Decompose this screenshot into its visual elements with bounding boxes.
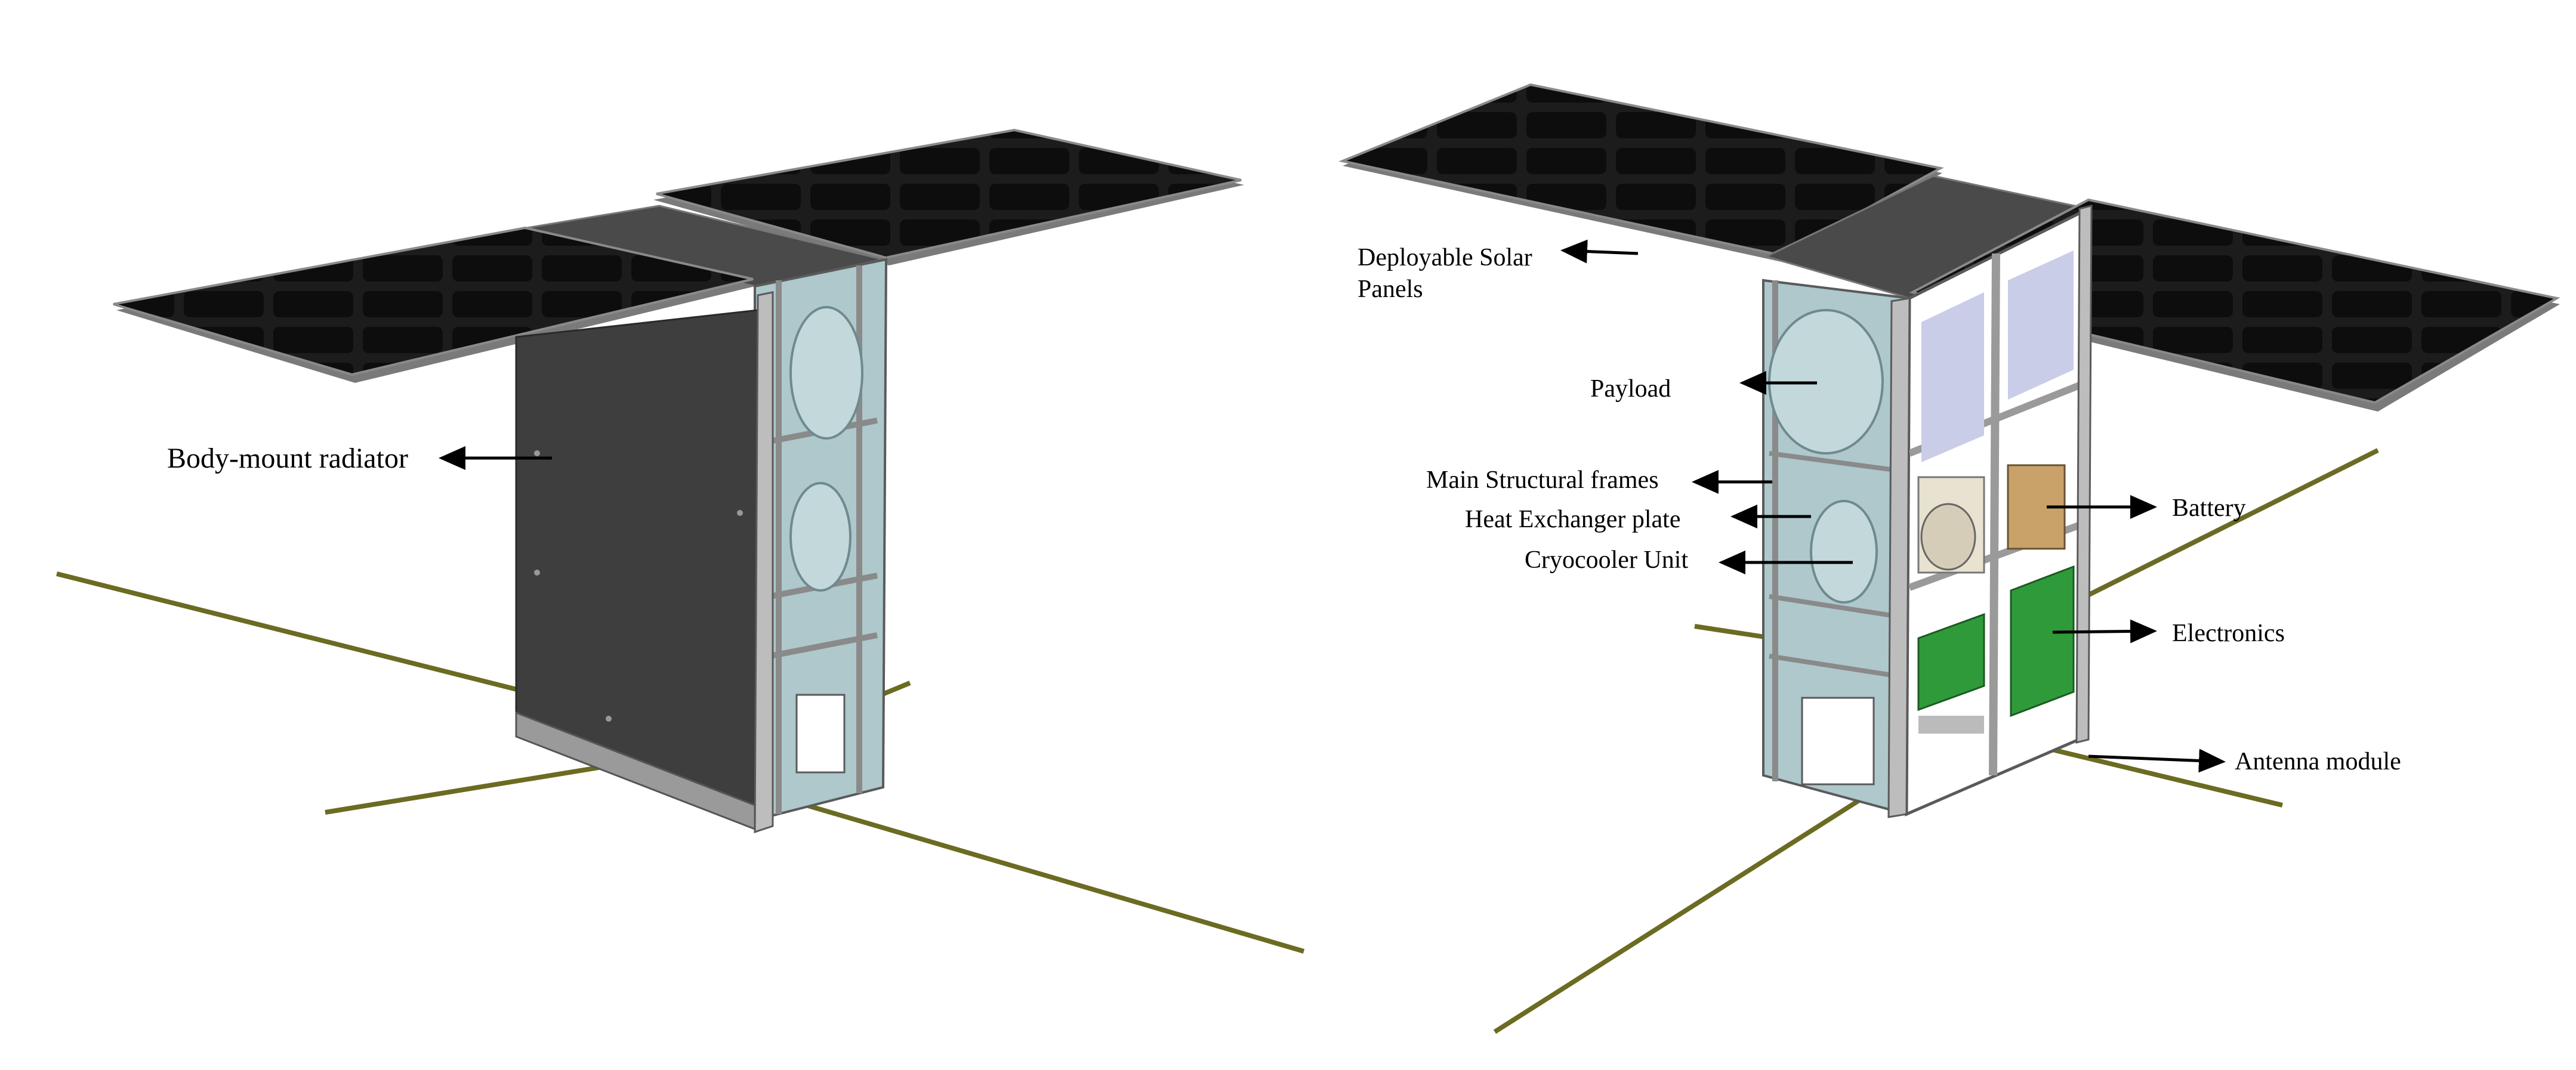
- right-view: Deployable Solar Panels Payload Main Str…: [1338, 83, 2560, 1034]
- arrow-electronics: [2052, 619, 2157, 644]
- label-battery: Battery: [2172, 494, 2246, 522]
- label-antenna-module: Antenna module: [2235, 748, 2401, 775]
- antenna-element: [2022, 740, 2283, 808]
- arrow-deployable-solar-panels: [1560, 239, 1639, 264]
- cubesat-side-face: [754, 258, 888, 822]
- cubesat-side-face: [1762, 279, 1911, 816]
- antenna-element: [775, 794, 1305, 954]
- label-payload: Payload: [1590, 375, 1671, 403]
- antenna-element: [1493, 785, 1881, 1034]
- electronics-boards: [1917, 565, 2075, 718]
- deployable-solar-panel-left: [1338, 83, 1944, 262]
- label-electronics: Electronics: [2172, 620, 2285, 647]
- arrow-antenna-module: [2088, 749, 2226, 773]
- label-cryocooler-unit: Cryocooler Unit: [1525, 546, 1688, 574]
- cubesat-front-open: [1887, 205, 2093, 818]
- solar-panel-left: [113, 226, 755, 383]
- body-mount-radiator: [515, 291, 774, 834]
- label-deployable-solar-panels: Deployable Solar: [1358, 244, 1532, 271]
- solar-panel-right: [653, 128, 1244, 265]
- left-view: Body-mount radiator: [56, 128, 1305, 954]
- label-deployable-solar-panels-line2: Panels: [1358, 276, 1423, 303]
- label-body-mount-radiator: Body-mount radiator: [167, 443, 408, 474]
- label-main-structural-frames: Main Structural frames: [1426, 466, 1659, 494]
- label-heat-exchanger-plate: Heat Exchanger plate: [1465, 506, 1680, 533]
- antenna-element: [2078, 448, 2379, 602]
